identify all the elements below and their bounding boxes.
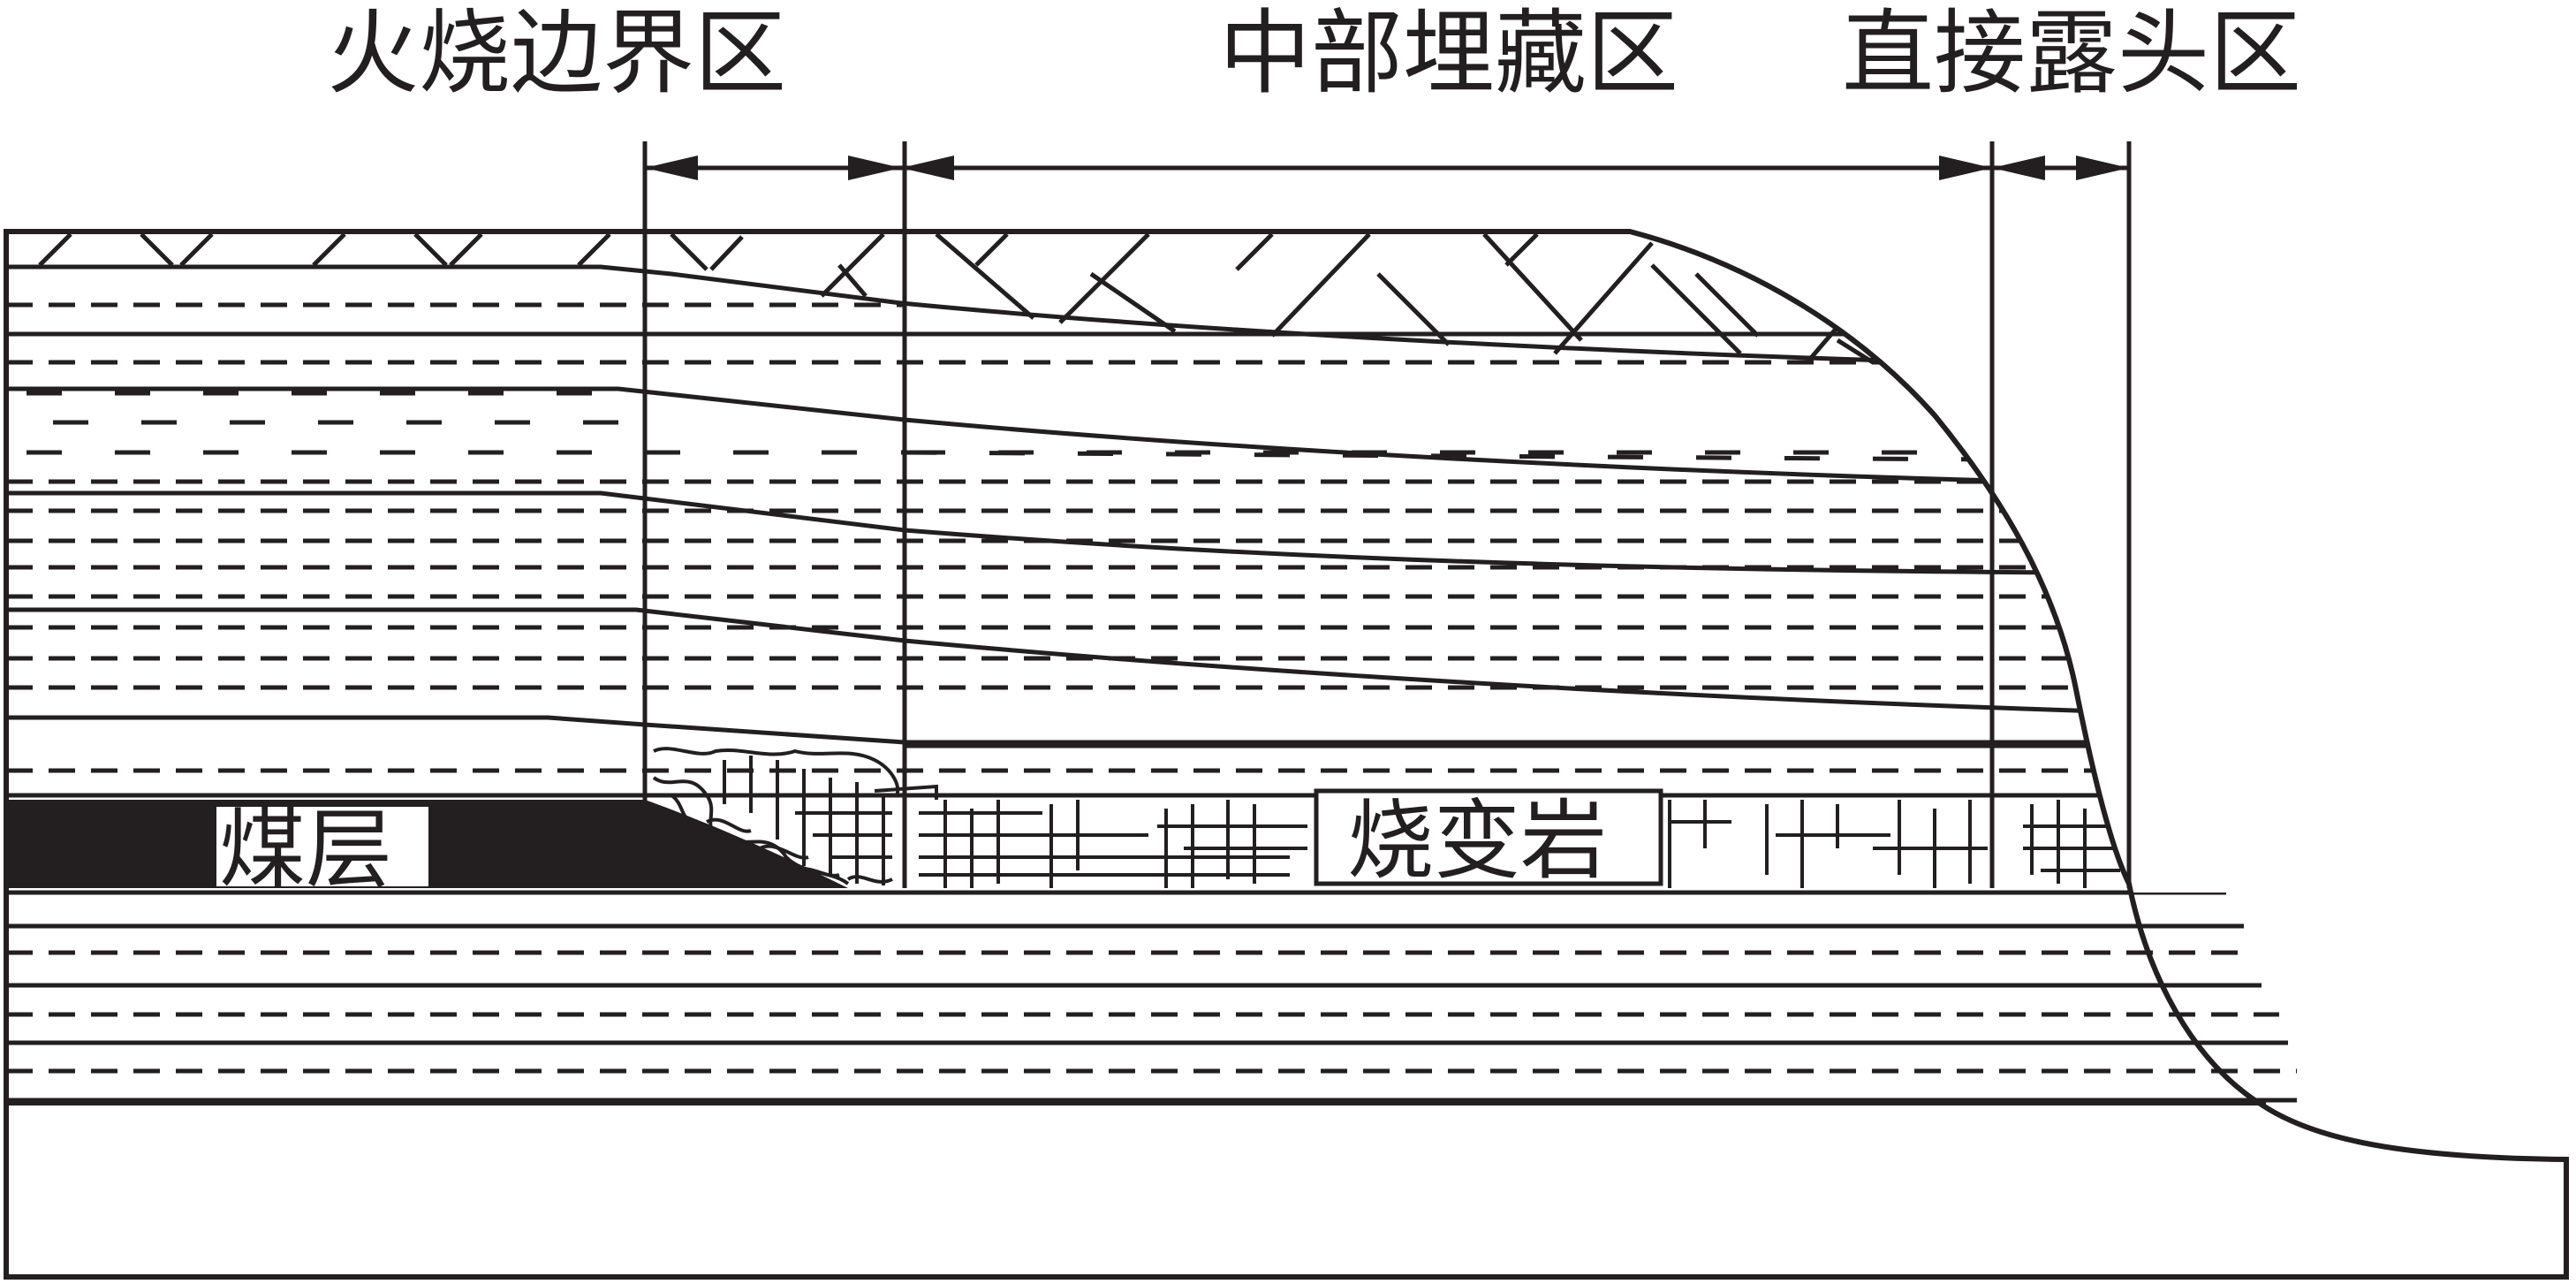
arrowhead-icon xyxy=(1939,156,1992,180)
arrowheads xyxy=(645,156,2129,180)
topsoil-layer xyxy=(38,232,1875,365)
coal-seam-label: 煤层 xyxy=(219,800,392,900)
burnt-rock-hatch xyxy=(919,800,2120,888)
mudstone-dashes xyxy=(27,391,1997,462)
coal-seam-label-box xyxy=(216,807,428,886)
strata-body xyxy=(6,232,2297,1103)
section-outline xyxy=(4,229,2569,1280)
zone-title-fire-edge: 火烧边界区 xyxy=(327,0,786,107)
burnt-rock-label-box xyxy=(1314,788,1663,886)
arrowhead-icon xyxy=(901,156,954,180)
burnt-rock-label: 烧变岩 xyxy=(1347,791,1607,892)
arrowhead-icon xyxy=(848,156,901,180)
arrowhead-icon xyxy=(645,156,698,180)
bedding-lines xyxy=(6,264,2297,1103)
zone-title-outcrop: 直接露头区 xyxy=(1842,0,2301,107)
arrowhead-icon xyxy=(2076,156,2129,180)
arrowhead-icon xyxy=(1992,156,2045,180)
burnt-rock-zone xyxy=(652,747,938,885)
zone-boundaries xyxy=(642,141,2132,888)
dashed-bedding xyxy=(6,302,2297,1074)
zone-title-buried-middle: 中部埋藏区 xyxy=(1219,0,1678,107)
